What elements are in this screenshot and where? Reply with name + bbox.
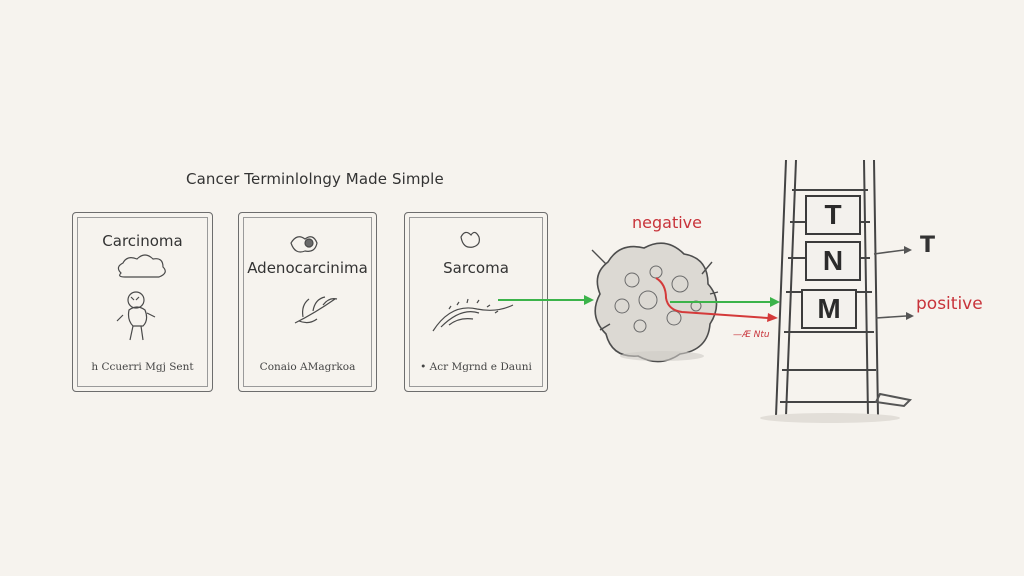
tumor-icon: [591, 242, 719, 363]
ladder-letter-t: T: [805, 195, 861, 235]
small-note: —Æ Ntu: [733, 330, 770, 340]
card-caption: Conaio AMagrkoa: [259, 361, 356, 373]
card-title: Adenocarcinima: [247, 259, 368, 277]
tissue-icon: [432, 231, 514, 332]
card-carcinoma: Carcinoma h Ccuerri Mgj Sent: [72, 212, 213, 392]
diagram-title: Cancer Terminlolngy Made Simple: [186, 170, 444, 188]
positive-label: positive: [916, 294, 983, 314]
card-title: Carcinoma: [102, 232, 183, 250]
cloud-figure-icon: [116, 254, 166, 341]
card-adenocarcinima: Adenocarcinima Conaio AMagrkoa: [238, 212, 377, 392]
card-caption: h Ccuerri Mgj Sent: [91, 361, 194, 373]
ladder-pointer-positive: [875, 312, 914, 320]
card-title: Sarcoma: [443, 259, 509, 277]
card-sarcoma: Sarcoma • Acr Mgrnd e Dauni: [404, 212, 548, 392]
flower-branch-icon: [290, 236, 338, 324]
ladder-pointer-t: [873, 246, 912, 255]
green-arrow-right: [670, 297, 780, 307]
negative-label: negative: [632, 213, 702, 232]
card-caption: • Acr Mgrnd e Dauni: [420, 361, 532, 373]
t-label: T: [920, 233, 936, 258]
green-arrow-left: [498, 295, 594, 305]
ladder-letter-n: N: [805, 241, 861, 281]
red-arrow: [655, 277, 778, 322]
ladder-letter-m: M: [801, 289, 857, 329]
